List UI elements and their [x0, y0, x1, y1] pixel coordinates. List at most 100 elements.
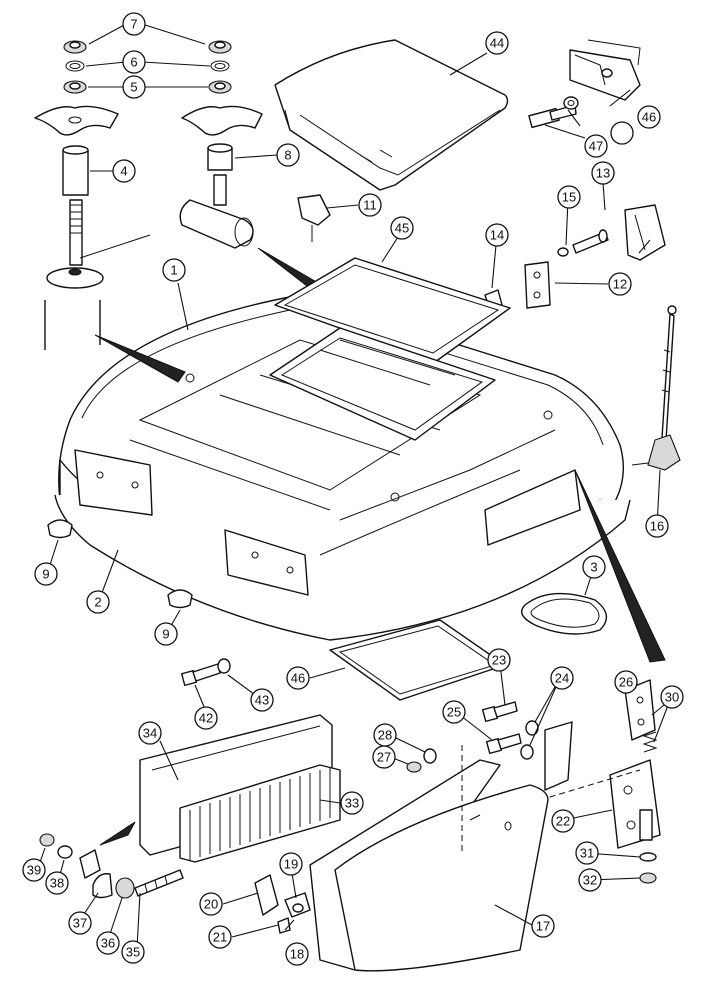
callout-c46: 47: [584, 134, 608, 158]
right-mount-assembly: [179, 40, 263, 249]
svg-text:45: 45: [395, 221, 409, 236]
callout-c22: 22: [551, 809, 575, 833]
callout-c41: 43: [250, 688, 274, 712]
callout-c23: 23: [487, 648, 511, 672]
bracket-hardware: [528, 39, 641, 129]
svg-text:16: 16: [650, 519, 664, 534]
svg-text:42: 42: [199, 711, 213, 726]
callout-c21: 21: [208, 925, 232, 949]
callout-c3: 3: [582, 555, 606, 579]
callout-c45: 46: [637, 105, 661, 129]
svg-text:12: 12: [613, 277, 627, 292]
svg-text:3: 3: [590, 560, 597, 575]
svg-text:6: 6: [130, 55, 137, 70]
callout-c33: 33: [340, 791, 364, 815]
svg-text:11: 11: [363, 198, 377, 213]
svg-text:37: 37: [73, 916, 87, 931]
callout-c7a: 7: [122, 12, 146, 36]
svg-text:23: 23: [492, 653, 506, 668]
leader-lines: [37, 23, 671, 949]
callout-c26: 26: [614, 670, 638, 694]
callout-c4: 4: [112, 159, 136, 183]
callout-c36: 36: [96, 931, 120, 955]
callout-c9b: 9: [154, 622, 178, 646]
callout-c35: 35: [121, 940, 145, 964]
small-hardware: [39, 833, 311, 934]
callout-c32: 32: [578, 868, 602, 892]
svg-text:1: 1: [170, 263, 177, 278]
svg-text:30: 30: [665, 690, 679, 705]
svg-text:39: 39: [27, 863, 41, 878]
callout-c18: 18: [285, 942, 309, 966]
fasteners: [180, 658, 573, 791]
svg-text:5: 5: [130, 80, 137, 95]
heater-core: [99, 714, 341, 863]
svg-text:25: 25: [447, 705, 461, 720]
callout-c8: 8: [276, 143, 300, 167]
hatch-seal: [269, 257, 511, 441]
svg-text:44: 44: [490, 36, 504, 51]
callout-c12: 12: [608, 272, 632, 296]
svg-text:47: 47: [589, 139, 603, 154]
callout-c11: 11: [358, 193, 382, 217]
callout-c42: 44: [485, 31, 509, 55]
svg-text:46: 46: [642, 110, 656, 125]
callout-c2: 2: [86, 590, 110, 614]
callout-c20: 20: [199, 892, 223, 916]
svg-text:38: 38: [50, 876, 64, 891]
callout-c31: 31: [575, 841, 599, 865]
svg-text:26: 26: [619, 675, 633, 690]
svg-text:20: 20: [204, 897, 218, 912]
svg-text:19: 19: [284, 857, 298, 872]
svg-text:13: 13: [596, 166, 610, 181]
svg-text:2: 2: [94, 595, 101, 610]
svg-text:43: 43: [255, 693, 269, 708]
svg-text:7: 7: [130, 17, 137, 32]
svg-text:34: 34: [143, 726, 157, 741]
callout-c40: 42: [194, 706, 218, 730]
callout-c1: 1: [162, 258, 186, 282]
svg-text:21: 21: [213, 930, 227, 945]
callout-c37: 37: [68, 911, 92, 935]
callout-c28: 28: [373, 723, 397, 747]
svg-text:17: 17: [536, 919, 550, 934]
callout-c5: 5: [122, 75, 146, 99]
callout-c9a: 9: [34, 562, 58, 586]
callout-c15: 15: [557, 185, 581, 209]
svg-text:46: 46: [291, 671, 305, 686]
callout-c14: 14: [485, 223, 509, 247]
callout-c13: 13: [591, 161, 615, 185]
filter-cover: [274, 39, 509, 191]
svg-text:32: 32: [583, 873, 597, 888]
svg-text:4: 4: [120, 164, 127, 179]
svg-text:33: 33: [345, 796, 359, 811]
svg-text:24: 24: [555, 671, 569, 686]
callout-c19: 19: [279, 852, 303, 876]
callout-c44: 46: [286, 666, 310, 690]
svg-text:36: 36: [101, 936, 115, 951]
hinge-assembly: [539, 679, 661, 884]
svg-text:22: 22: [556, 814, 570, 829]
callout-c6: 6: [122, 50, 146, 74]
svg-text:18: 18: [290, 947, 304, 962]
svg-text:35: 35: [126, 945, 140, 960]
callout-c47: [610, 121, 634, 145]
callout-c39: 39: [22, 858, 46, 882]
svg-text:9: 9: [42, 567, 49, 582]
access-panel: [309, 745, 549, 972]
callout-c30: 30: [660, 685, 684, 709]
antenna: [631, 305, 681, 471]
callout-c27: 27: [372, 745, 396, 769]
callout-c17: 17: [531, 914, 555, 938]
svg-text:15: 15: [562, 190, 576, 205]
roof-shell: [54, 247, 666, 663]
svg-text:8: 8: [284, 148, 291, 163]
svg-text:31: 31: [580, 846, 594, 861]
svg-text:14: 14: [490, 228, 504, 243]
callout-c16: 16: [645, 514, 669, 538]
callout-c38: 38: [45, 871, 69, 895]
left-mount-assembly: [34, 40, 151, 350]
svg-text:9: 9: [162, 627, 169, 642]
callout-c43: 45: [390, 216, 414, 240]
